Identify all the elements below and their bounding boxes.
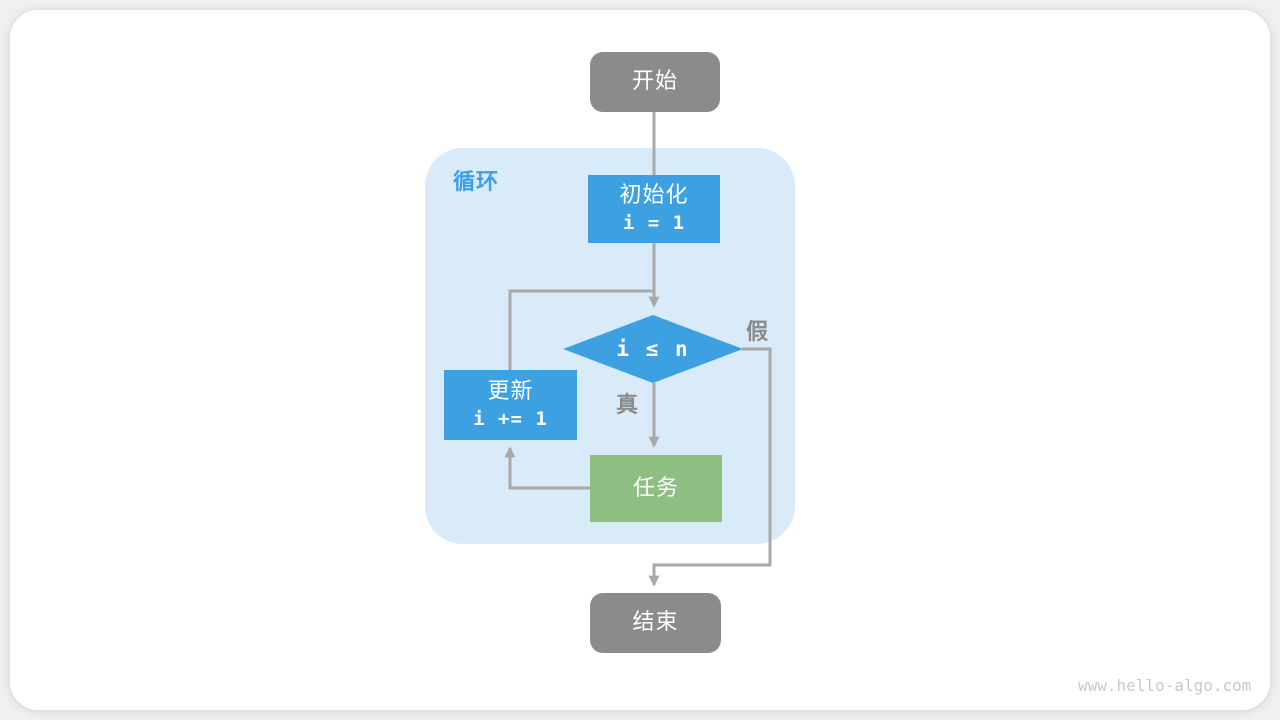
watermark: www.hello-algo.com	[1078, 676, 1252, 695]
task-node-label: 任务	[632, 475, 679, 501]
update-node: 更新 i += 1	[444, 370, 577, 440]
false-edge-label: 假	[746, 320, 770, 345]
init-node-code: i = 1	[622, 211, 686, 234]
true-edge-label: 真	[616, 393, 640, 418]
update-node-label: 更新	[487, 379, 534, 405]
start-node-label: 开始	[631, 69, 678, 95]
task-node: 任务	[590, 455, 722, 522]
init-node-label: 初始化	[619, 183, 689, 209]
condition-label: i ≤ n	[616, 337, 690, 361]
end-node-label: 结束	[632, 610, 679, 636]
loop-group-label: 循环	[453, 170, 500, 195]
start-node: 开始	[590, 52, 720, 112]
init-node: 初始化 i = 1	[588, 175, 720, 243]
end-node: 结束	[590, 593, 721, 653]
update-node-code: i += 1	[473, 407, 548, 430]
